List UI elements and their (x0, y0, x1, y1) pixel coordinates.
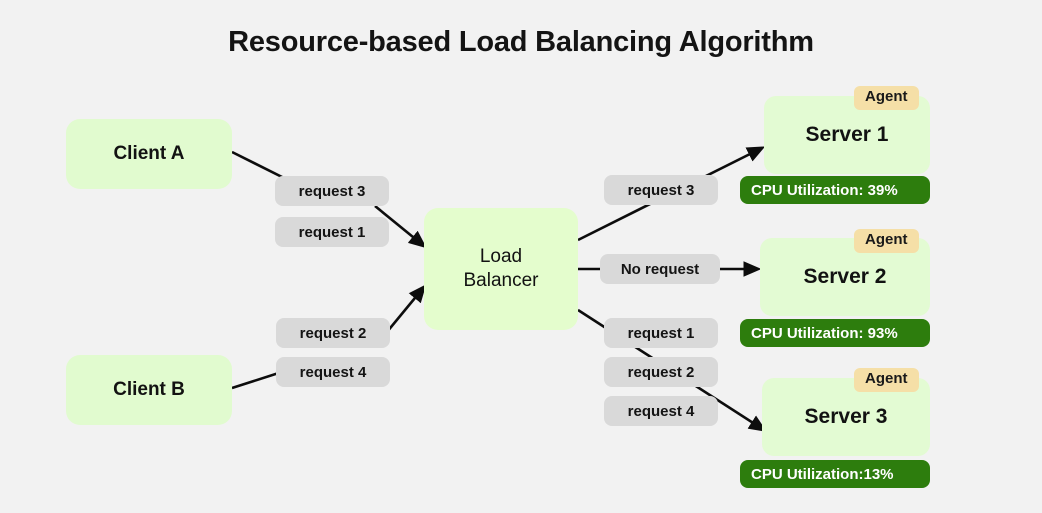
server-2-label: Server 2 (803, 265, 887, 288)
node-server-3[interactable]: Server 3 (762, 378, 930, 456)
pill-inbound-request-3[interactable]: request 3 (275, 176, 389, 206)
node-load-balancer[interactable]: Load Balancer (424, 208, 578, 330)
page-title: Resource-based Load Balancing Algorithm (228, 26, 814, 58)
pill-label: No request (620, 260, 700, 278)
pill-outbound-request-2[interactable]: request 2 (604, 357, 718, 387)
pill-outbound-no-request[interactable]: No request (600, 254, 720, 284)
pill-label: request 3 (627, 181, 695, 199)
agent-badge-label: Agent (865, 370, 908, 387)
cpu-utilization-bar-server-2: CPU Utilization: 93% (740, 319, 930, 347)
pill-label: request 1 (627, 324, 695, 342)
load-balancer-label: Load Balancer (464, 245, 539, 294)
pill-label: request 1 (298, 223, 366, 241)
client-b-label: Client B (113, 379, 185, 400)
server-3-label: Server 3 (804, 405, 888, 428)
cpu-utilization-label: CPU Utilization:13% (751, 465, 894, 483)
load-balancer-label-line1: Load (479, 245, 523, 267)
pill-outbound-request-1[interactable]: request 1 (604, 318, 718, 348)
pill-label: request 3 (298, 182, 366, 200)
pill-label: request 2 (627, 363, 695, 381)
agent-badge-server-3: Agent (854, 368, 919, 392)
server-1-label: Server 1 (805, 123, 889, 146)
node-client-b[interactable]: Client B (66, 355, 232, 425)
pill-label: request 4 (627, 402, 695, 420)
pill-outbound-request-3[interactable]: request 3 (604, 175, 718, 205)
cpu-utilization-bar-server-3: CPU Utilization:13% (740, 460, 930, 488)
pill-inbound-request-2[interactable]: request 2 (276, 318, 390, 348)
agent-badge-label: Agent (865, 231, 908, 248)
agent-badge-label: Agent (865, 88, 908, 105)
cpu-utilization-label: CPU Utilization: 39% (751, 181, 898, 199)
cpu-utilization-label: CPU Utilization: 93% (751, 324, 898, 342)
pill-label: request 4 (299, 363, 367, 381)
pill-inbound-request-1[interactable]: request 1 (275, 217, 389, 247)
cpu-utilization-bar-server-1: CPU Utilization: 39% (740, 176, 930, 204)
agent-badge-server-1: Agent (854, 86, 919, 110)
client-a-label: Client A (113, 143, 185, 164)
agent-badge-server-2: Agent (854, 229, 919, 253)
pill-inbound-request-4[interactable]: request 4 (276, 357, 390, 387)
node-client-a[interactable]: Client A (66, 119, 232, 189)
pill-outbound-request-4[interactable]: request 4 (604, 396, 718, 426)
load-balancer-label-line2: Balancer (463, 270, 539, 291)
pill-label: request 2 (299, 324, 367, 342)
